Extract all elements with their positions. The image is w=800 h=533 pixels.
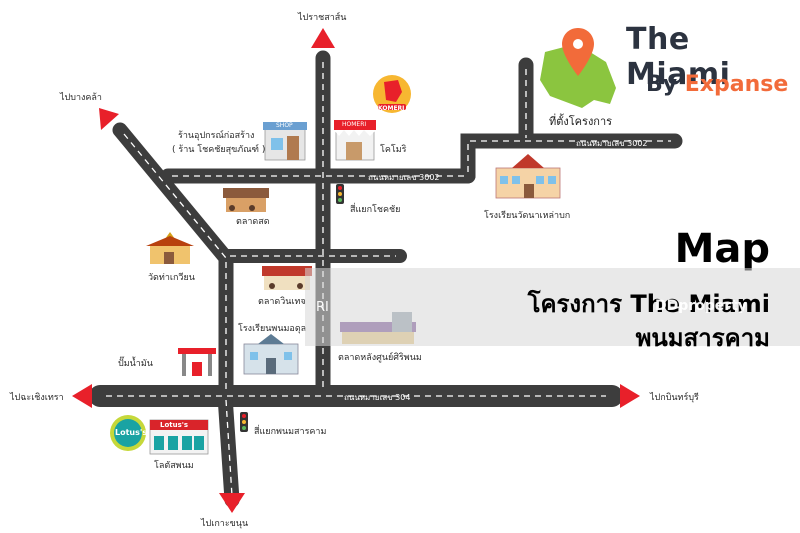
traffic-light-icon: [240, 412, 248, 432]
project-site-label: ที่ตั้งโครงการ: [549, 115, 613, 128]
direction-north-label: ไปราชสาส์น: [298, 13, 347, 23]
lotus-store-sign: Lotus's: [160, 421, 189, 429]
watermark-overlay: [305, 268, 800, 346]
hardware-store-sublabel: ( ร้าน โชคชัยสุขภัณฑ์ ): [172, 145, 266, 155]
map-heading: Map: [674, 226, 770, 272]
school-icon: [495, 154, 561, 199]
temple-icon: [146, 232, 194, 264]
lotus-label: โลตัสพนม: [154, 461, 194, 471]
gas-station-icon: [178, 348, 216, 376]
project-name-line1: โครงการ The Miami: [527, 290, 770, 318]
traffic-light-icon: [336, 184, 344, 204]
vintage-market-label: ตลาดวินเทจ: [258, 297, 306, 307]
homeri-sign-text: HOMERI: [342, 121, 367, 128]
road-3002-label-2: ถนนหมายเลข 3002: [576, 139, 648, 148]
arrow-east: [620, 384, 640, 408]
hardware-store-icon: [263, 122, 307, 161]
arrow-west: [72, 384, 92, 408]
brand-title: The Miami: [626, 22, 731, 92]
watermark-small-text: RI: [316, 300, 329, 315]
hardware-store-label: ร้านอุปกรณ์ก่อสร้าง: [178, 131, 255, 141]
school-wat-label: โรงเรียนวัดนาเหล่าบก: [484, 211, 571, 221]
arrow-northwest: [99, 108, 119, 130]
road-3002-label: ถนนหมายเลข 3002: [368, 173, 440, 182]
brand-subtitle: By Expanse: [646, 72, 788, 97]
direction-south-label: ไปเกาะขนุน: [201, 519, 249, 529]
lotus-store-icon: [149, 419, 209, 455]
komeri-logo-icon: [373, 75, 411, 113]
school-phanom-icon: [243, 334, 299, 375]
chokchai-intersection-label: สี่แยกโชคชัย: [350, 205, 401, 215]
vintage-market-icon: [262, 266, 312, 290]
arrow-north: [311, 28, 335, 48]
lotus-logo-text: Lotus's: [115, 428, 148, 437]
project-name-line2: พนมสารคาม: [635, 324, 770, 352]
market-center-label: ตลาดหลังศูนย์ศิริพนม: [338, 353, 422, 363]
school-phanom-label: โรงเรียนพนมอดุล: [238, 324, 307, 334]
arrow-south: [219, 493, 245, 513]
brand-expanse: Expanse: [684, 72, 789, 97]
direction-west-label: ไปฉะเชิงเทรา: [10, 393, 64, 403]
road-304-label: ถนนหมายเลข 304: [344, 393, 411, 402]
komeri-store-icon: [334, 120, 376, 161]
fresh-market-icon: [223, 188, 269, 212]
lotus-logo-icon: [110, 415, 146, 451]
fresh-market-label: ตลาดสด: [236, 217, 270, 227]
temple-label: วัดท่าเกวียน: [148, 273, 195, 283]
direction-east-label: ไปกบินทร์บุรี: [650, 393, 699, 403]
phanom-intersection-label: สี่แยกพนมสารคาม: [254, 427, 327, 437]
direction-northwest-label: ไปบางคล้า: [60, 93, 102, 103]
komeri-logo-text: KOMERI: [378, 105, 405, 112]
shop-sign-text: SHOP: [276, 122, 293, 129]
gas-station-label: ปั๊มน้ำมัน: [118, 359, 153, 369]
komeri-label: โคโมริ: [380, 145, 407, 155]
watermark-text: DDproperty: [655, 298, 748, 314]
location-pin-icon: [562, 28, 594, 76]
brand-by: By: [646, 72, 678, 97]
province-map-icon: [540, 28, 616, 108]
